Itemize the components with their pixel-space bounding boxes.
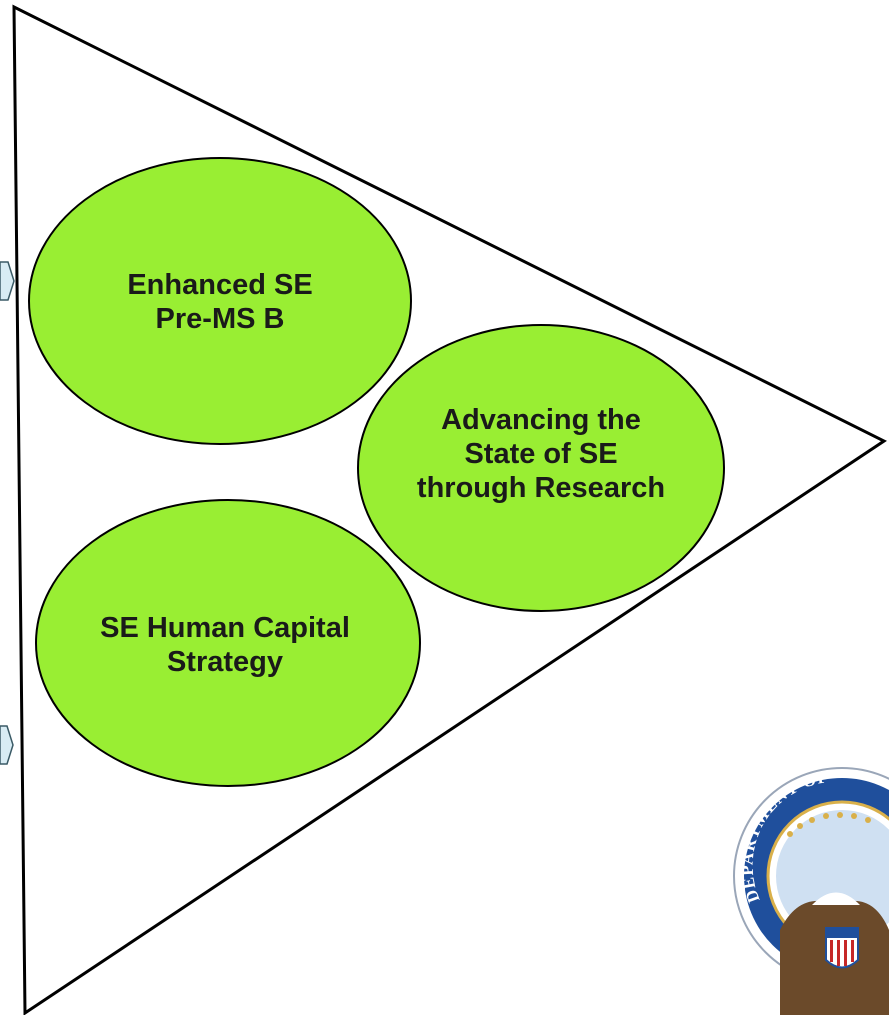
label-line: Strategy (166, 646, 284, 678)
bubble-human-capital (35, 499, 421, 787)
bubble-label-enhanced-se: Enhanced SE Pre-MS B (127, 268, 312, 336)
chevron-arrow-lower (0, 725, 14, 765)
label-line: Pre-MS B (155, 303, 285, 335)
label-line: State of SE (464, 438, 618, 470)
dod-seal: DEPARTMENT OF (733, 767, 889, 1015)
bubble-label-advancing-state: Advancing the State of SE through Resear… (417, 403, 665, 505)
label-line: Advancing the (441, 404, 641, 436)
bubble-label-human-capital: SE Human Capital Strategy (100, 611, 350, 679)
label-line: Enhanced SE (127, 269, 313, 301)
label-line: SE Human Capital (100, 612, 350, 644)
chevron-arrow-upper (0, 261, 15, 301)
label-line: through Research (416, 472, 666, 504)
bubble-enhanced-se (28, 157, 412, 445)
bubble-advancing-state (357, 324, 725, 612)
